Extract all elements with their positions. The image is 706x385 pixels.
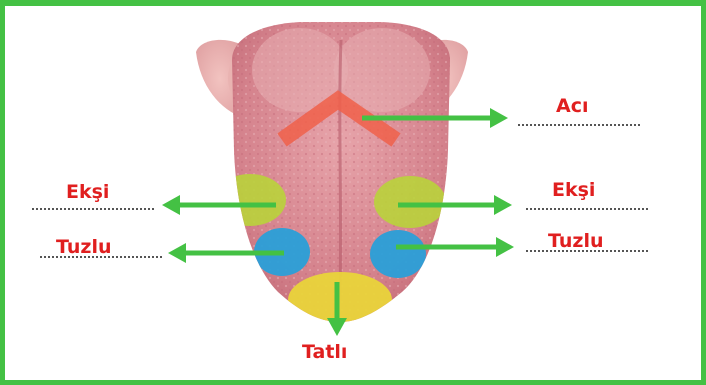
- label-bitter: Acı: [556, 96, 588, 116]
- label-salty-right: Tuzlu: [548, 231, 604, 251]
- sour-zone-left: [214, 174, 286, 226]
- answer-line-sour-right: [526, 208, 648, 210]
- label-sour-left: Ekşi: [66, 182, 109, 202]
- label-salty-left: Tuzlu: [56, 237, 112, 257]
- answer-line-bitter: [518, 124, 640, 126]
- answer-line-sour-left: [32, 208, 154, 210]
- salty-zone-right: [370, 230, 426, 278]
- sour-zone-right: [374, 176, 446, 228]
- tongue-body: [214, 18, 456, 328]
- label-sweet: Tatlı: [302, 342, 347, 362]
- label-sour-right: Ekşi: [552, 180, 595, 200]
